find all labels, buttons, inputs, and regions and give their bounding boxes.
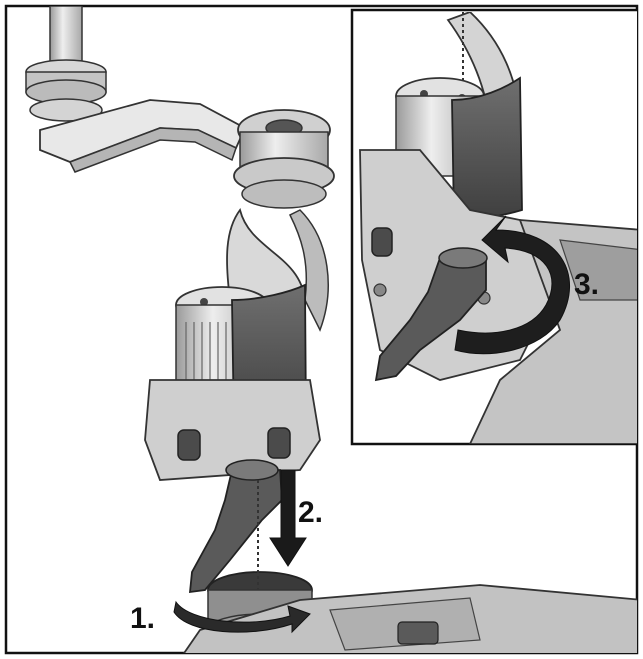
step-1-label: 1. <box>130 602 155 635</box>
step-2-label: 2. <box>298 496 323 529</box>
step-1-arrow <box>173 600 311 634</box>
detail-inset: 3. <box>350 8 637 446</box>
step-3-label: 3. <box>574 268 599 301</box>
step-2-arrow <box>269 469 307 567</box>
step-3-arrow <box>454 215 570 355</box>
